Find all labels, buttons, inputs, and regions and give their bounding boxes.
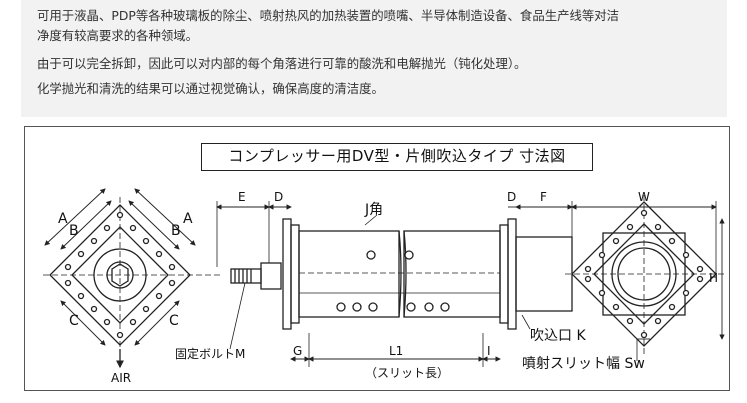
label-w: W — [638, 190, 650, 204]
label-l1: L1 — [389, 344, 404, 358]
label-air: AIR — [111, 371, 132, 385]
drawing-svg — [43, 188, 725, 369]
label-c-right: C — [169, 313, 179, 329]
label-bolt: 固定ボルトM — [175, 347, 246, 361]
label-c-left: C — [69, 313, 79, 329]
label-b-right: B — [171, 223, 181, 239]
fixing-bolt — [229, 262, 282, 350]
label-g: G — [293, 344, 303, 358]
description-line-3: 由于可以完全拆卸，因此可以对内部的每个角落进行可靠的酸洗和电解抛光（钝化处理）。 — [37, 56, 527, 71]
nozzle-body — [282, 218, 573, 330]
description-line-1: 可用于液晶、PDP等各种玻璃板的除尘、喷射热风的加热装置的喷嘴、半导体制造设备、… — [37, 8, 620, 23]
right-end-view — [565, 195, 725, 361]
description-line-2: 净度有较高要求的各种领域。 — [37, 28, 199, 43]
label-inlet: 吹込口 K — [530, 328, 586, 344]
label-b-left: B — [69, 223, 79, 239]
label-slit-length: （スリット長） — [365, 366, 450, 380]
label-a-left: A — [58, 211, 68, 227]
label-d-left: D — [274, 190, 284, 204]
label-i: I — [487, 344, 491, 358]
label-d-right: D — [507, 190, 517, 204]
label-a-right: A — [183, 211, 193, 227]
description-line-4: 化学抛光和清洗的结果可以通过视觉确认，确保高度的清洁度。 — [37, 81, 384, 96]
left-end-view — [43, 188, 220, 369]
label-f: F — [540, 190, 547, 204]
dimension-drawing: コンプレッサー用DV型・片側吹込タイプ 寸法図 A B B A C C E D … — [24, 126, 730, 391]
description-panel: 可用于液晶、PDP等各种玻璃板的除尘、喷射热风的加热装置的喷嘴、半导体制造设备、… — [21, 0, 727, 117]
label-h: H — [709, 271, 719, 285]
label-j: J角 — [365, 202, 384, 218]
label-slit-width: 噴射スリット幅 Sw — [522, 356, 645, 372]
label-e: E — [238, 190, 246, 204]
drawing-title: コンプレッサー用DV型・片側吹込タイプ 寸法図 — [201, 143, 593, 171]
